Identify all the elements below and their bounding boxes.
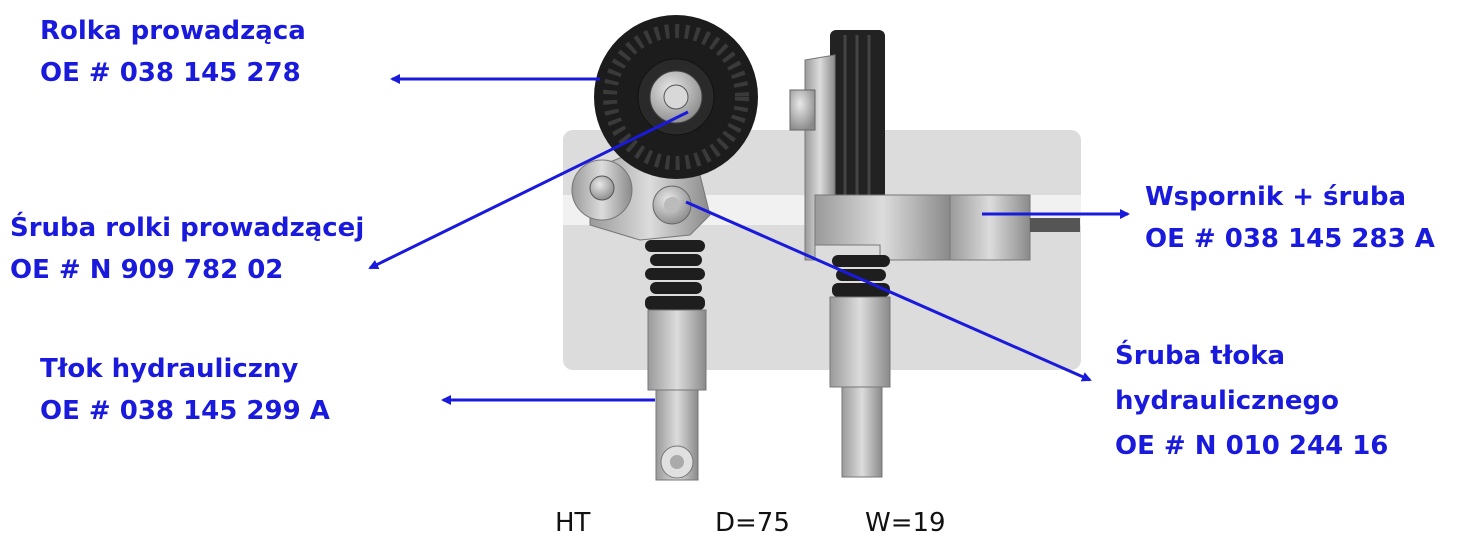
label-bracket-bolt-name: Wspornik + śruba xyxy=(1145,182,1407,212)
label-guide-roller-oe: OE # 038 145 278 xyxy=(40,58,301,88)
label-hydraulic-piston-oe: OE # 038 145 299 A xyxy=(40,396,330,426)
label-piston-bolt-line1: Śruba tłoka xyxy=(1115,341,1286,371)
label-guide-roller-name: Rolka prowadząca xyxy=(40,16,306,46)
label-piston-bolt: Śruba tłoka hydraulicznego OE # N 010 24… xyxy=(1115,334,1388,469)
spec-type: HT xyxy=(555,508,591,538)
label-guide-roller-bolt-oe: OE # N 909 782 02 xyxy=(10,255,284,285)
spec-diameter: D=75 xyxy=(715,508,790,538)
spec-width: W=19 xyxy=(865,508,946,538)
arrow-guide-roller-bolt xyxy=(368,110,689,270)
tensioner-side-view xyxy=(789,30,1080,478)
tensioner-front-view xyxy=(571,15,758,481)
label-piston-bolt-line2: hydraulicznego xyxy=(1115,386,1339,416)
label-guide-roller: Rolka prowadząca OE # 038 145 278 xyxy=(40,10,306,94)
callout-arrows xyxy=(368,74,1130,405)
label-hydraulic-piston-name: Tłok hydrauliczny xyxy=(40,354,299,384)
arrow-piston-bolt xyxy=(685,200,1092,382)
label-guide-roller-bolt-name: Śruba rolki prowadzącej xyxy=(10,213,365,243)
label-bracket-bolt: Wspornik + śruba OE # 038 145 283 A xyxy=(1145,176,1435,260)
label-guide-roller-bolt: Śruba rolki prowadzącej OE # N 909 782 0… xyxy=(10,207,364,291)
label-hydraulic-piston: Tłok hydrauliczny OE # 038 145 299 A xyxy=(40,348,330,432)
label-piston-bolt-oe: OE # N 010 244 16 xyxy=(1115,431,1389,461)
label-bracket-bolt-oe: OE # 038 145 283 A xyxy=(1145,224,1435,254)
